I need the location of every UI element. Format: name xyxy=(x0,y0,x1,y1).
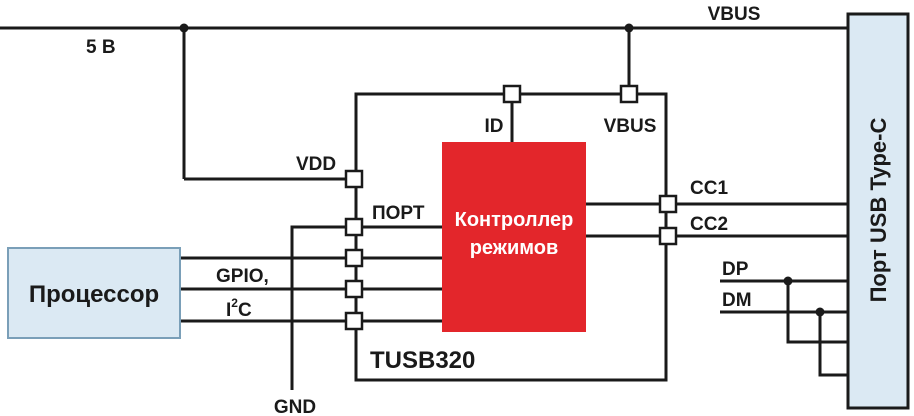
dm-label: DM xyxy=(722,290,752,311)
labels: VBUS 5 В ID VBUS VDD ПОРТ CC1 CC2 DP DM … xyxy=(86,4,760,416)
dp-label: DP xyxy=(722,259,749,280)
pin-port-label: ПОРТ xyxy=(372,203,425,224)
processor-label: Процессор xyxy=(29,281,159,308)
i2c-label: I2C xyxy=(226,296,252,321)
junction-dm xyxy=(815,307,825,317)
pin-gpio-2 xyxy=(344,279,364,299)
processor-block: Процессор xyxy=(7,247,181,339)
i2c-end: C xyxy=(238,300,252,321)
junction-dots xyxy=(179,23,825,317)
pins xyxy=(344,84,678,331)
pin-vbus xyxy=(619,84,639,104)
pin-vdd-label: VDD xyxy=(296,154,336,175)
i2c-base: I xyxy=(226,300,231,321)
pin-id-label: ID xyxy=(485,116,504,137)
processor-box xyxy=(7,247,181,339)
pin-cc1 xyxy=(658,194,678,214)
gnd-label: GND xyxy=(274,397,316,416)
pin-vdd xyxy=(344,169,364,189)
usb-typec-port: Порт USB Type-C xyxy=(846,12,910,410)
usb-typec-port-box xyxy=(846,12,910,410)
mode-controller-box xyxy=(442,142,586,332)
vbus-rail-label: VBUS xyxy=(708,4,761,25)
dm-loop xyxy=(818,312,848,377)
dp-loop xyxy=(786,281,848,344)
pin-id xyxy=(502,84,522,104)
gpio-label: GPIO, xyxy=(216,266,269,287)
usb-typec-port-label: Порт USB Type-C xyxy=(866,118,891,303)
supply-5v-label: 5 В xyxy=(86,37,116,58)
chip-name-label: TUSB320 xyxy=(370,347,475,374)
pin-gpio-1 xyxy=(344,248,364,268)
junction-5v xyxy=(179,23,189,33)
pin-cc1-label: CC1 xyxy=(690,178,728,199)
mode-controller-line1: Контроллер xyxy=(455,209,574,231)
mode-controller-block: Контроллер режимов xyxy=(442,142,586,332)
i2c-superscript: 2 xyxy=(231,296,238,310)
junction-vbus xyxy=(624,23,634,33)
pin-i2c xyxy=(344,311,364,331)
mode-controller-line2: режимов xyxy=(470,237,559,259)
pin-vbus-label: VBUS xyxy=(604,116,657,137)
gnd-line xyxy=(290,225,346,390)
pin-cc2 xyxy=(658,226,678,246)
pin-cc2-label: CC2 xyxy=(690,214,728,235)
pin-port xyxy=(344,217,364,237)
junction-dp xyxy=(783,276,793,286)
